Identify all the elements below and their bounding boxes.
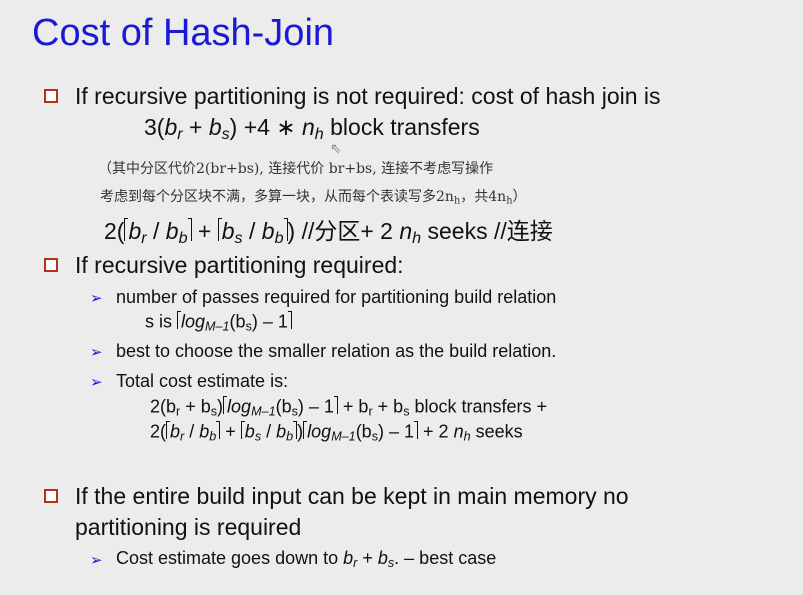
- transfer-cost-formula: 3(br + bs) +4 ∗ nh block transfers: [144, 114, 480, 144]
- slide-title: Cost of Hash-Join: [32, 12, 335, 54]
- bullet-3-line-2: partitioning is required: [75, 514, 302, 540]
- bullet-square-icon: [44, 89, 58, 103]
- bullet-2-text: If recursive partitioning required:: [75, 252, 404, 278]
- arrow-bullet-icon: ➢: [90, 374, 103, 391]
- sub-bullet-total-cost: Total cost estimate is:: [116, 371, 289, 391]
- chinese-note-2: 考虑到每个分区块不满，多算一块，从而每个表读写多2nh，共4nh）: [100, 189, 527, 207]
- best-case-estimate: Cost estimate goes down to br + bs. – be…: [116, 548, 497, 571]
- total-transfer-formula: 2(br + bs)logM–1(bs) – 1 + br + bs block…: [150, 396, 548, 419]
- sub-bullet-passes: number of passes required for partitioni…: [116, 287, 557, 307]
- chinese-note-1: （其中分区代价2(br+bs), 连接代价 br+bs, 连接不考虑写操作: [98, 161, 494, 177]
- mouse-cursor-icon: ⇖: [330, 140, 342, 156]
- bullet-square-icon: [44, 489, 58, 503]
- bullet-3-line-1: If the entire build input can be kept in…: [75, 483, 629, 509]
- bullet-square-icon: [44, 258, 58, 272]
- passes-formula: s is logM–1(bs) – 1: [145, 311, 292, 333]
- total-seek-formula: 2(br / bb + bs / bb)logM–1(bs) – 1 + 2 n…: [150, 421, 523, 444]
- seek-cost-formula: 2(br / bb + bs / bb) //分区+ 2 nh seeks //…: [104, 218, 553, 248]
- arrow-bullet-icon: ➢: [90, 290, 103, 307]
- arrow-bullet-icon: ➢: [90, 344, 103, 361]
- bullet-1-text: If recursive partitioning is not require…: [75, 83, 661, 109]
- sub-bullet-smaller-relation: best to choose the smaller relation as t…: [116, 341, 557, 361]
- arrow-bullet-icon: ➢: [90, 552, 103, 569]
